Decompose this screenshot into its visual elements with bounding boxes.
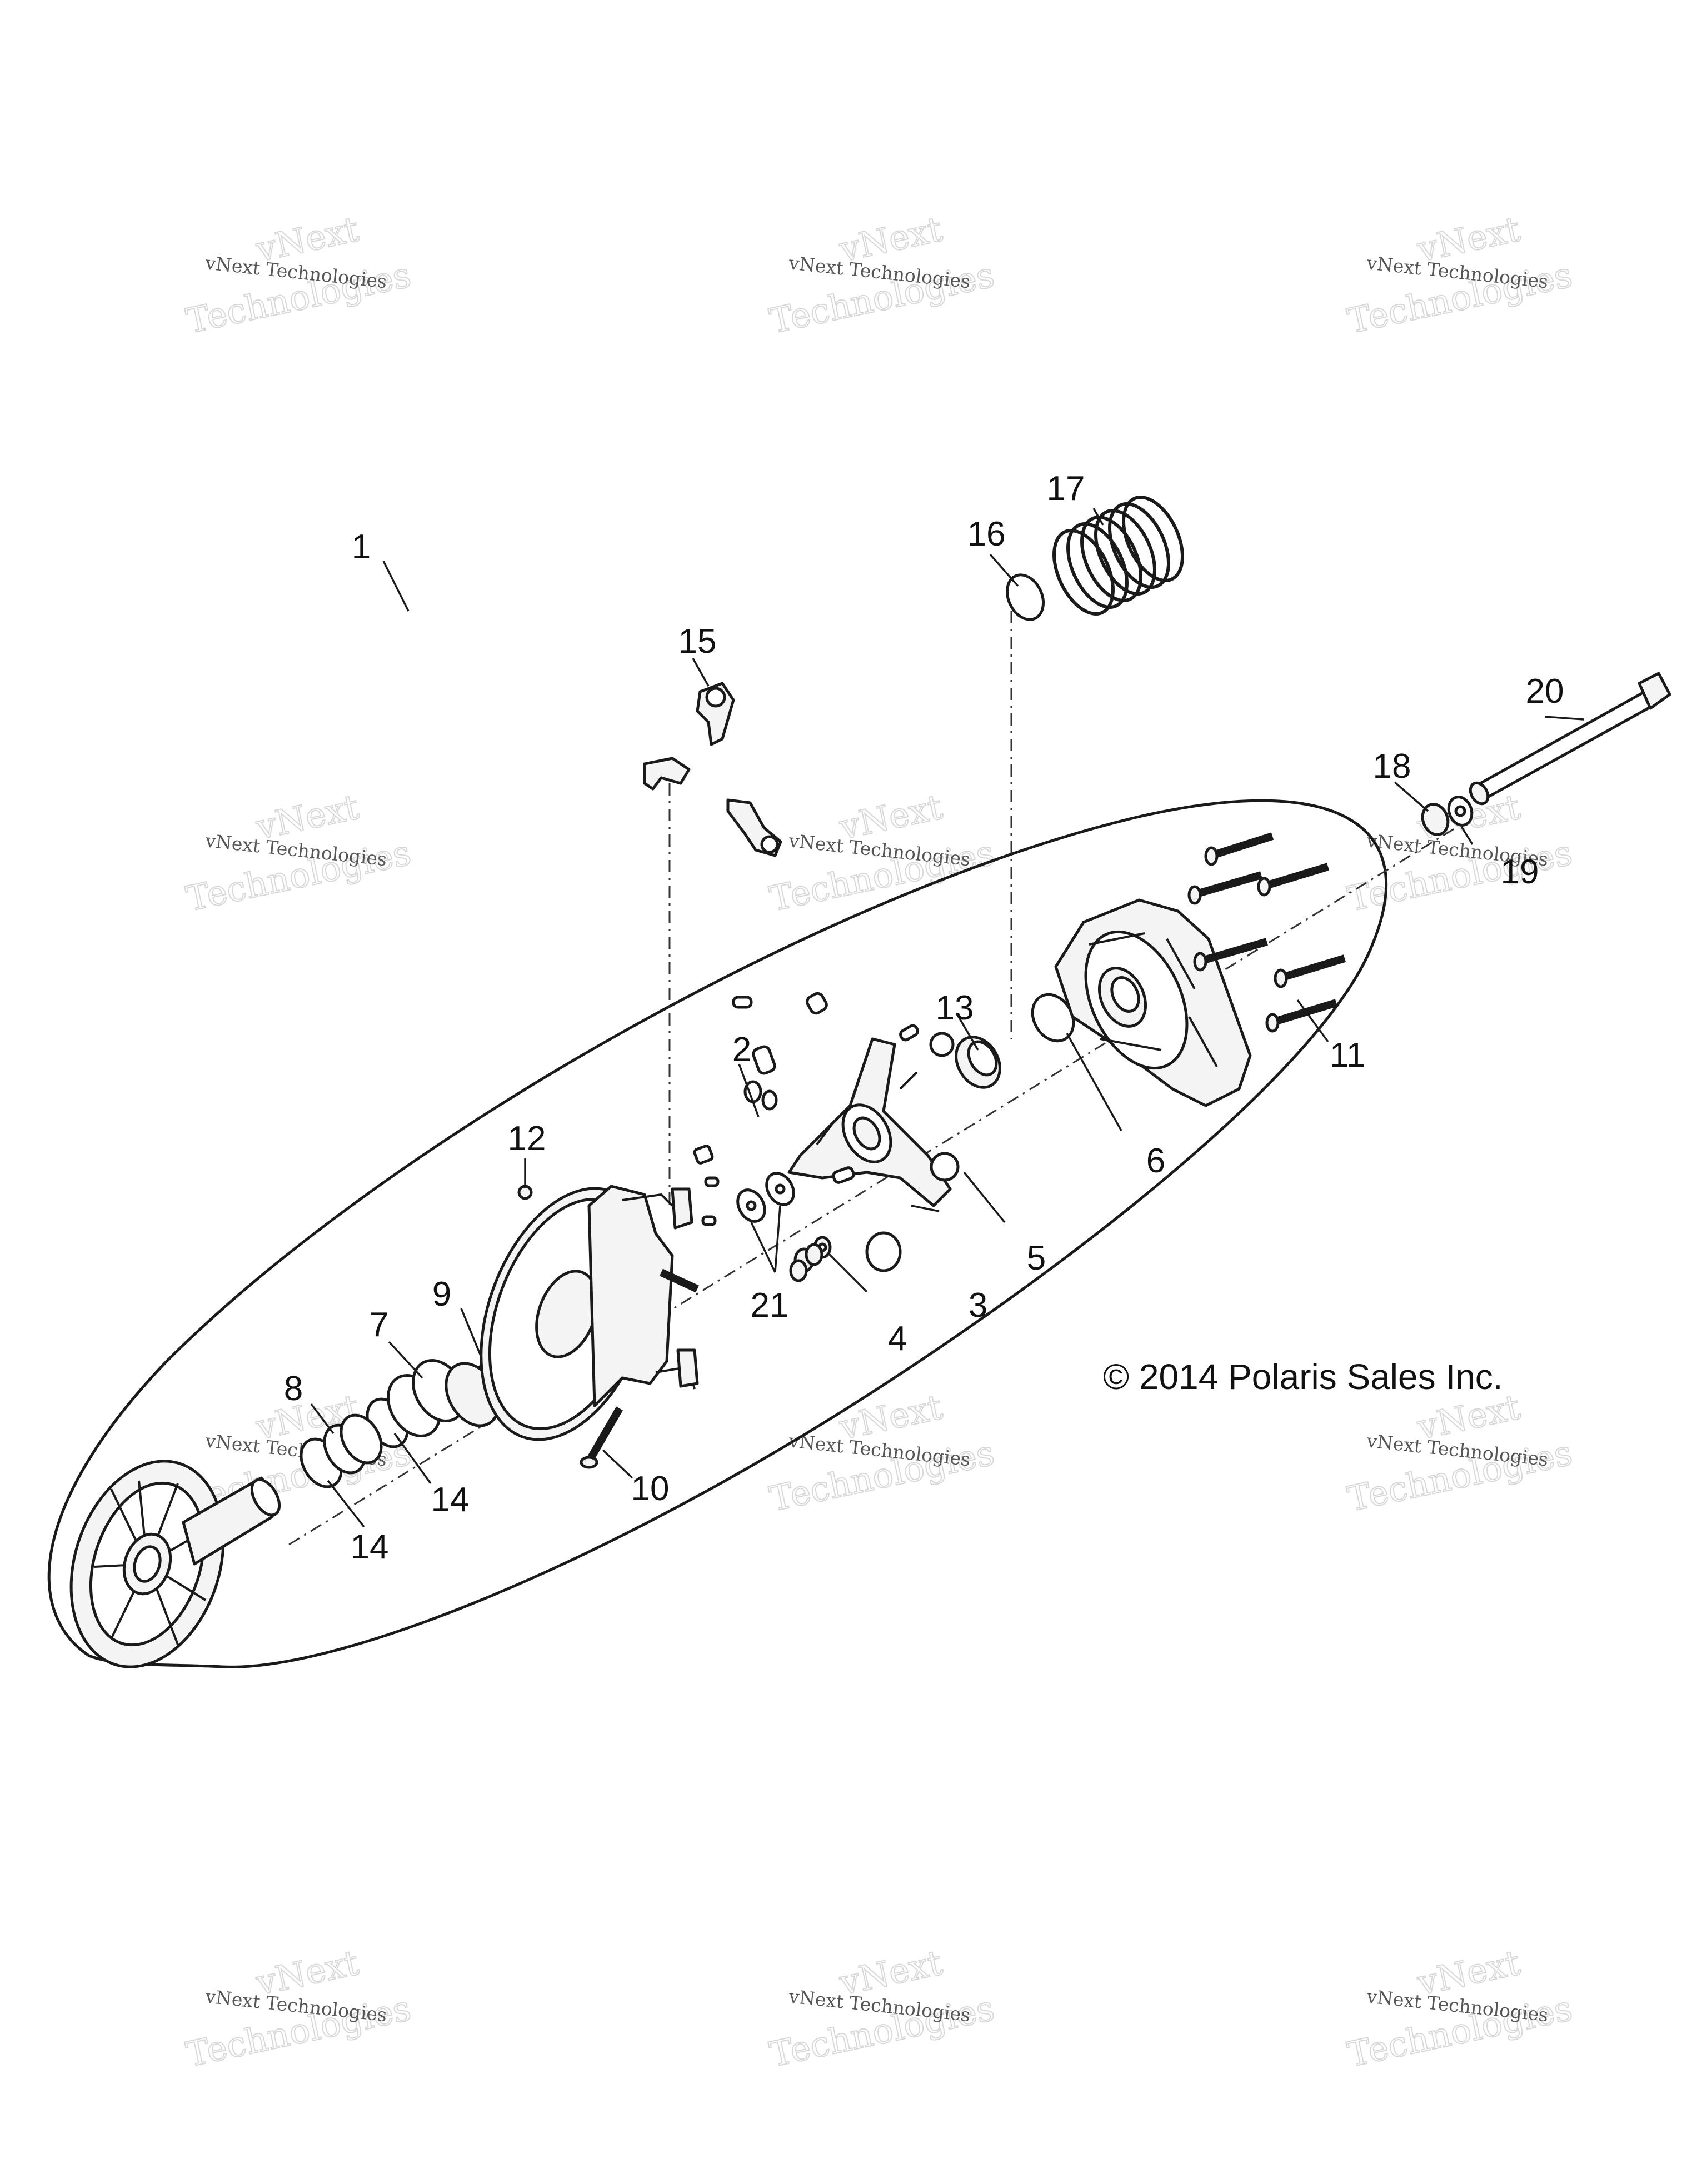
washer-19-hole [1454,805,1466,817]
bolt-10 [580,1406,623,1469]
label-21: 21 [751,1286,789,1325]
label-19: 19 [1501,853,1539,891]
leader-lines [310,508,1584,1528]
label-10: 10 [631,1470,670,1508]
spring-17 [1052,496,1184,616]
label-20: 20 [1526,672,1564,711]
label-14-upper: 14 [431,1481,470,1519]
label-9: 9 [432,1275,451,1313]
label-8: 8 [284,1370,303,1408]
label-16: 16 [967,515,1006,553]
label-2: 2 [732,1031,751,1069]
label-15: 15 [678,622,717,661]
bolt-sheave [660,1268,699,1293]
moveable-sheave [480,1185,699,1441]
cover [1054,898,1252,1107]
nut-18 [1421,803,1450,836]
sleeve-8 [323,1413,383,1475]
part-4 [789,1236,832,1282]
label-3: 3 [969,1286,987,1325]
washers-21 [736,1172,795,1223]
label-13: 13 [936,989,974,1027]
bushing-13 [955,1036,1001,1089]
label-14-lower: 14 [351,1528,389,1566]
bolts-11 [1187,832,1346,1033]
label-7: 7 [370,1306,388,1344]
label-4: 4 [888,1320,907,1358]
label-17: 17 [1047,469,1085,508]
assembly-outline [47,799,1388,1668]
buttons-group [693,992,960,1272]
label-11: 11 [1330,1036,1365,1074]
label-1: 1 [352,528,371,566]
bolt-20 [1469,672,1671,806]
fixed-sheave [69,1460,281,1668]
label-6: 6 [1146,1142,1165,1180]
weights-15 [643,682,782,857]
spider [787,1037,952,1207]
ring-16 [1006,573,1045,621]
label-18: 18 [1373,747,1411,786]
part-labels: 1 2 3 4 5 6 7 8 9 10 11 12 13 14 14 15 1… [284,469,1564,1566]
nut-12 [517,1185,533,1200]
copyright-text: © 2014 Polaris Sales Inc. [1103,1357,1503,1397]
label-5: 5 [1027,1239,1046,1277]
label-12: 12 [508,1120,546,1158]
